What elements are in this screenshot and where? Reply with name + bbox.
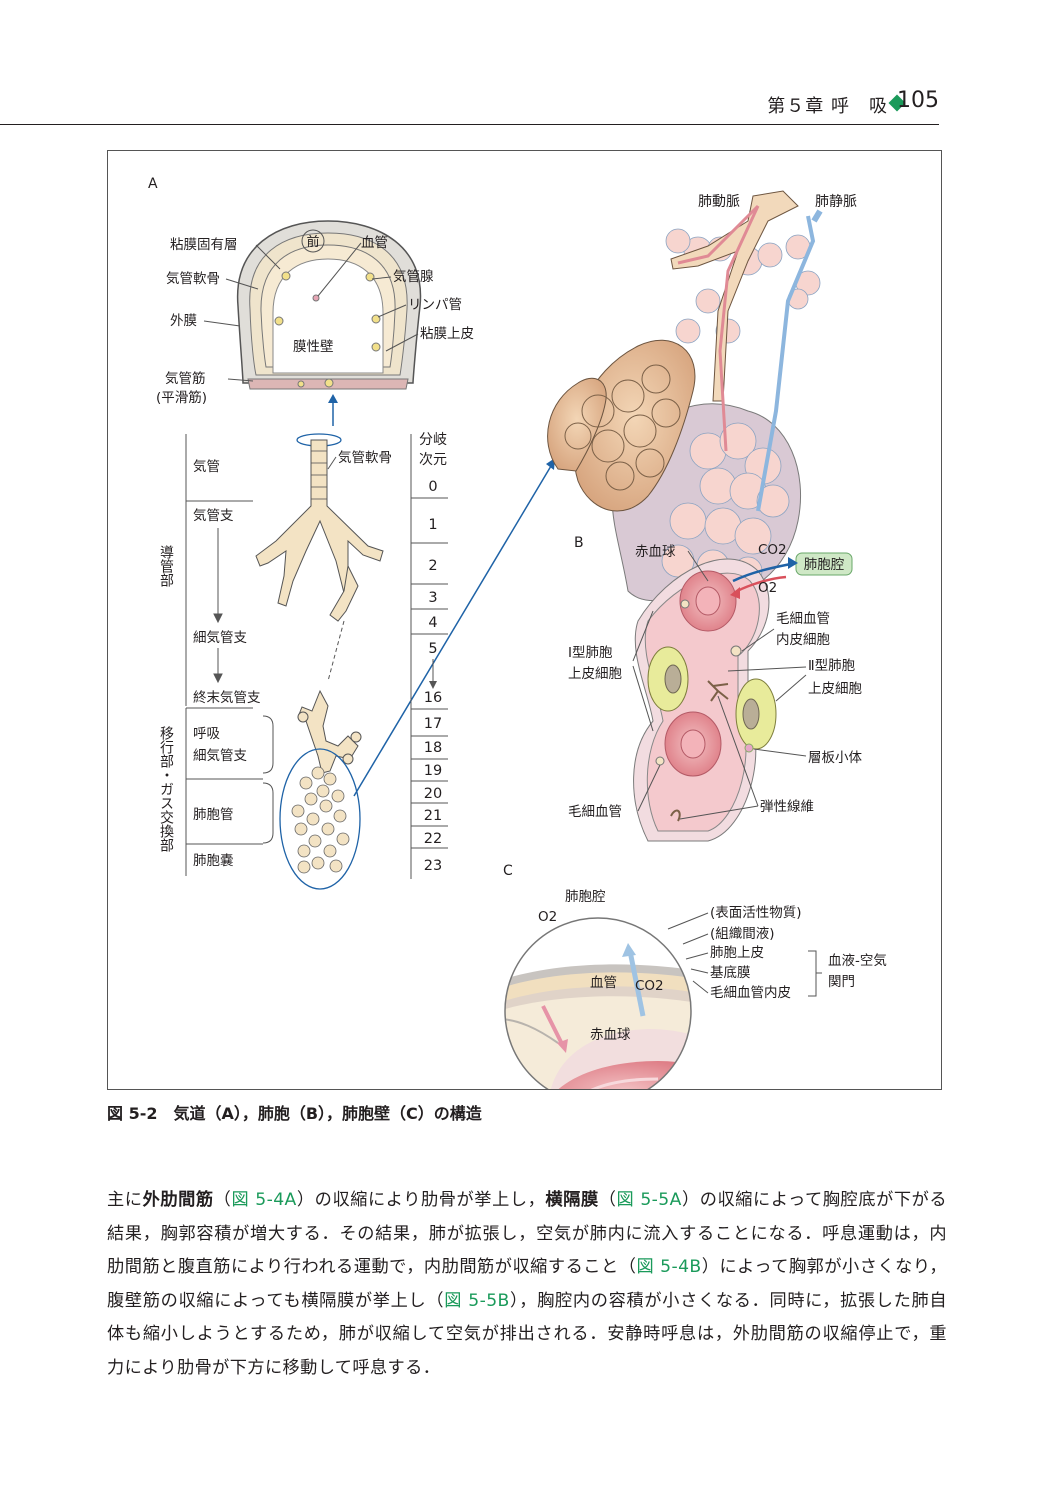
page-number: 105 — [897, 88, 939, 113]
region-trachea: 気管 — [193, 459, 220, 475]
label-b-type1-cell: 上皮細胞 — [568, 666, 622, 682]
text-segment: 主に — [107, 1190, 143, 1210]
label-b-capillary-lower: 毛細血管 — [568, 804, 622, 820]
panel-a-letter: A — [148, 176, 158, 192]
alveolar-sac-cluster — [291, 766, 350, 874]
figure-illustration: A 前 粘膜固有層 血管 気管腺 気管軟骨 リンパ管 外膜 粘膜上皮 膜性壁 気… — [148, 176, 887, 1089]
bold-term: 横隔膜 — [545, 1190, 599, 1210]
label-pulmonary-artery: 肺動脈 — [698, 194, 740, 210]
label-pulmonary-vein: 肺静脈 — [815, 194, 857, 210]
branch-header-2: 次元 — [419, 452, 447, 468]
zone-transition-text: 移行部・ガス交換部 — [158, 726, 174, 852]
branch-0: 0 — [428, 479, 437, 495]
label-smooth-muscle: (平滑筋) — [156, 389, 207, 406]
branch-4: 4 — [428, 615, 437, 631]
text-segment: ）によって胸郭が小さくなり，腹壁筋の収縮によっても横隔膜が挙上し（ — [107, 1257, 947, 1311]
branch-18: 18 — [424, 740, 442, 756]
blood-air-barrier-illustration — [504, 917, 692, 1089]
branch-20: 20 — [424, 786, 442, 802]
front-label: 前 — [306, 234, 319, 250]
label-c-surfactant: (表面活性物質) — [710, 905, 802, 921]
label-tracheal-gland: 気管腺 — [393, 269, 434, 285]
label-c-o2: O2 — [538, 909, 557, 925]
label-membranous-wall: 膜性壁 — [293, 339, 334, 355]
paragraph-text: 主に外肋間筋（図 5-4A）の収縮により肋骨が挙上し，横隔膜（図 5-5A）の収… — [107, 1184, 947, 1385]
label-b-elastic-fiber: 弾性線維 — [760, 799, 814, 815]
branch-5: 5 — [428, 641, 437, 657]
figure-reference-link[interactable]: 図 5-4B — [636, 1257, 702, 1277]
branch-21: 21 — [424, 808, 442, 824]
figure-reference-link[interactable]: 図 5-4A — [231, 1190, 297, 1210]
region-alveolar-duct: 肺胞管 — [193, 807, 234, 823]
label-mucosal-epithelium: 粘膜上皮 — [420, 326, 474, 342]
text-segment: （ — [598, 1190, 617, 1210]
zone-conducting-text: 導管部 — [158, 545, 174, 587]
bronchial-tree — [255, 433, 384, 622]
branch-17: 17 — [424, 716, 442, 732]
label-c-co2: CO2 — [635, 978, 664, 994]
region-alveolar-sac: 肺胞嚢 — [193, 853, 234, 869]
label-b-o2: O2 — [758, 580, 777, 596]
label-b-red-blood-cell: 赤血球 — [635, 544, 676, 560]
text-segment: ），胸腔内の容積が小さくなる．同時に，拡張した肺自体も縮小しようとするため，肺が… — [107, 1290, 947, 1378]
label-adventitia: 外膜 — [170, 313, 197, 329]
label-b-lamellar-body: 層板小体 — [808, 750, 862, 766]
zone-transition: 移行部・ガス交換部 — [158, 726, 174, 852]
region-bronchus: 気管支 — [193, 508, 234, 524]
label-c-alveolar-epithelium: 肺胞上皮 — [710, 945, 764, 961]
label-b-type2-cell: 上皮細胞 — [808, 681, 862, 697]
label-blood-vessel: 血管 — [361, 235, 388, 251]
figure-reference-link[interactable]: 図 5-5A — [616, 1190, 682, 1210]
label-c-basement-membrane: 基底膜 — [710, 964, 751, 981]
header-rule — [0, 124, 939, 125]
text-segment: （ — [213, 1190, 232, 1210]
chapter-title: 第５章 呼 吸 — [767, 96, 888, 117]
region-respiratory: 呼吸 — [193, 726, 220, 742]
branch-1: 1 — [428, 517, 437, 533]
label-c-blood-air: 血液-空気 — [828, 953, 887, 969]
zone-conducting: 導管部 — [158, 545, 174, 587]
alveoli-illustration — [547, 190, 823, 602]
label-b-type1: Ⅰ型肺胞 — [568, 645, 613, 661]
label-c-barrier: 関門 — [828, 974, 855, 990]
region-bronchiole: 細気管支 — [193, 630, 247, 646]
label-tree-cartilage: 気管軟骨 — [338, 450, 392, 466]
label-lymph-vessel: リンパ管 — [408, 297, 462, 313]
bold-term: 外肋間筋 — [142, 1190, 214, 1210]
branch-3: 3 — [428, 590, 437, 606]
figure-caption: 図 5-2 気道（A），肺胞（B），肺胞壁（C）の構造 — [107, 1104, 482, 1123]
panel-b-letter: B — [574, 535, 584, 551]
label-b-alveolar-space: 肺胞腔 — [804, 557, 845, 573]
branch-16: 16 — [424, 690, 442, 706]
page-header: 第５章 呼 吸 105 — [0, 80, 1063, 126]
label-lamina-propria: 粘膜固有層 — [170, 237, 238, 253]
region-respiratory-bronchiole: 細気管支 — [193, 748, 247, 764]
body-paragraph: 主に外肋間筋（図 5-4A）の収縮により肋骨が挙上し，横隔膜（図 5-5A）の収… — [107, 1184, 947, 1385]
label-c-alveolar-space: 肺胞腔 — [565, 889, 606, 905]
branch-header-1: 分岐 — [419, 432, 447, 448]
label-b-capillary: 毛細血管 — [776, 611, 830, 627]
branch-23: 23 — [424, 858, 442, 874]
panel-c-letter: C — [503, 863, 513, 879]
branch-22: 22 — [424, 831, 442, 847]
label-b-co2: CO2 — [758, 542, 787, 558]
figure-reference-link[interactable]: 図 5-5B — [444, 1290, 510, 1311]
trachea-cross-section — [236, 220, 422, 390]
figure-box: A 前 粘膜固有層 血管 気管腺 気管軟骨 リンパ管 外膜 粘膜上皮 膜性壁 気… — [107, 150, 942, 1090]
branch-19: 19 — [424, 763, 442, 779]
alveolar-wall-illustration — [633, 558, 777, 842]
region-terminal-bronchiole: 終末気管支 — [193, 690, 261, 706]
label-tracheal-cartilage: 気管軟骨 — [166, 271, 220, 287]
branch-2: 2 — [428, 558, 437, 574]
label-c-red-blood-cell: 赤血球 — [590, 1027, 631, 1043]
label-c-interstitial-fluid: (組織間液) — [710, 926, 775, 942]
label-trachealis: 気管筋 — [165, 370, 206, 387]
label-b-endothelial-cell: 内皮細胞 — [776, 632, 830, 648]
label-c-capillary-endothelium: 毛細血管内皮 — [710, 985, 791, 1001]
label-c-blood-vessel: 血管 — [590, 975, 617, 991]
text-segment: ）の収縮によって胸腔底が下がる結果，胸郭容積が増大する．その結果，肺が拡張し，空… — [107, 1190, 948, 1277]
text-segment: ）の収縮により肋骨が挙上し， — [296, 1190, 546, 1210]
label-b-type2: Ⅱ型肺胞 — [808, 658, 856, 674]
